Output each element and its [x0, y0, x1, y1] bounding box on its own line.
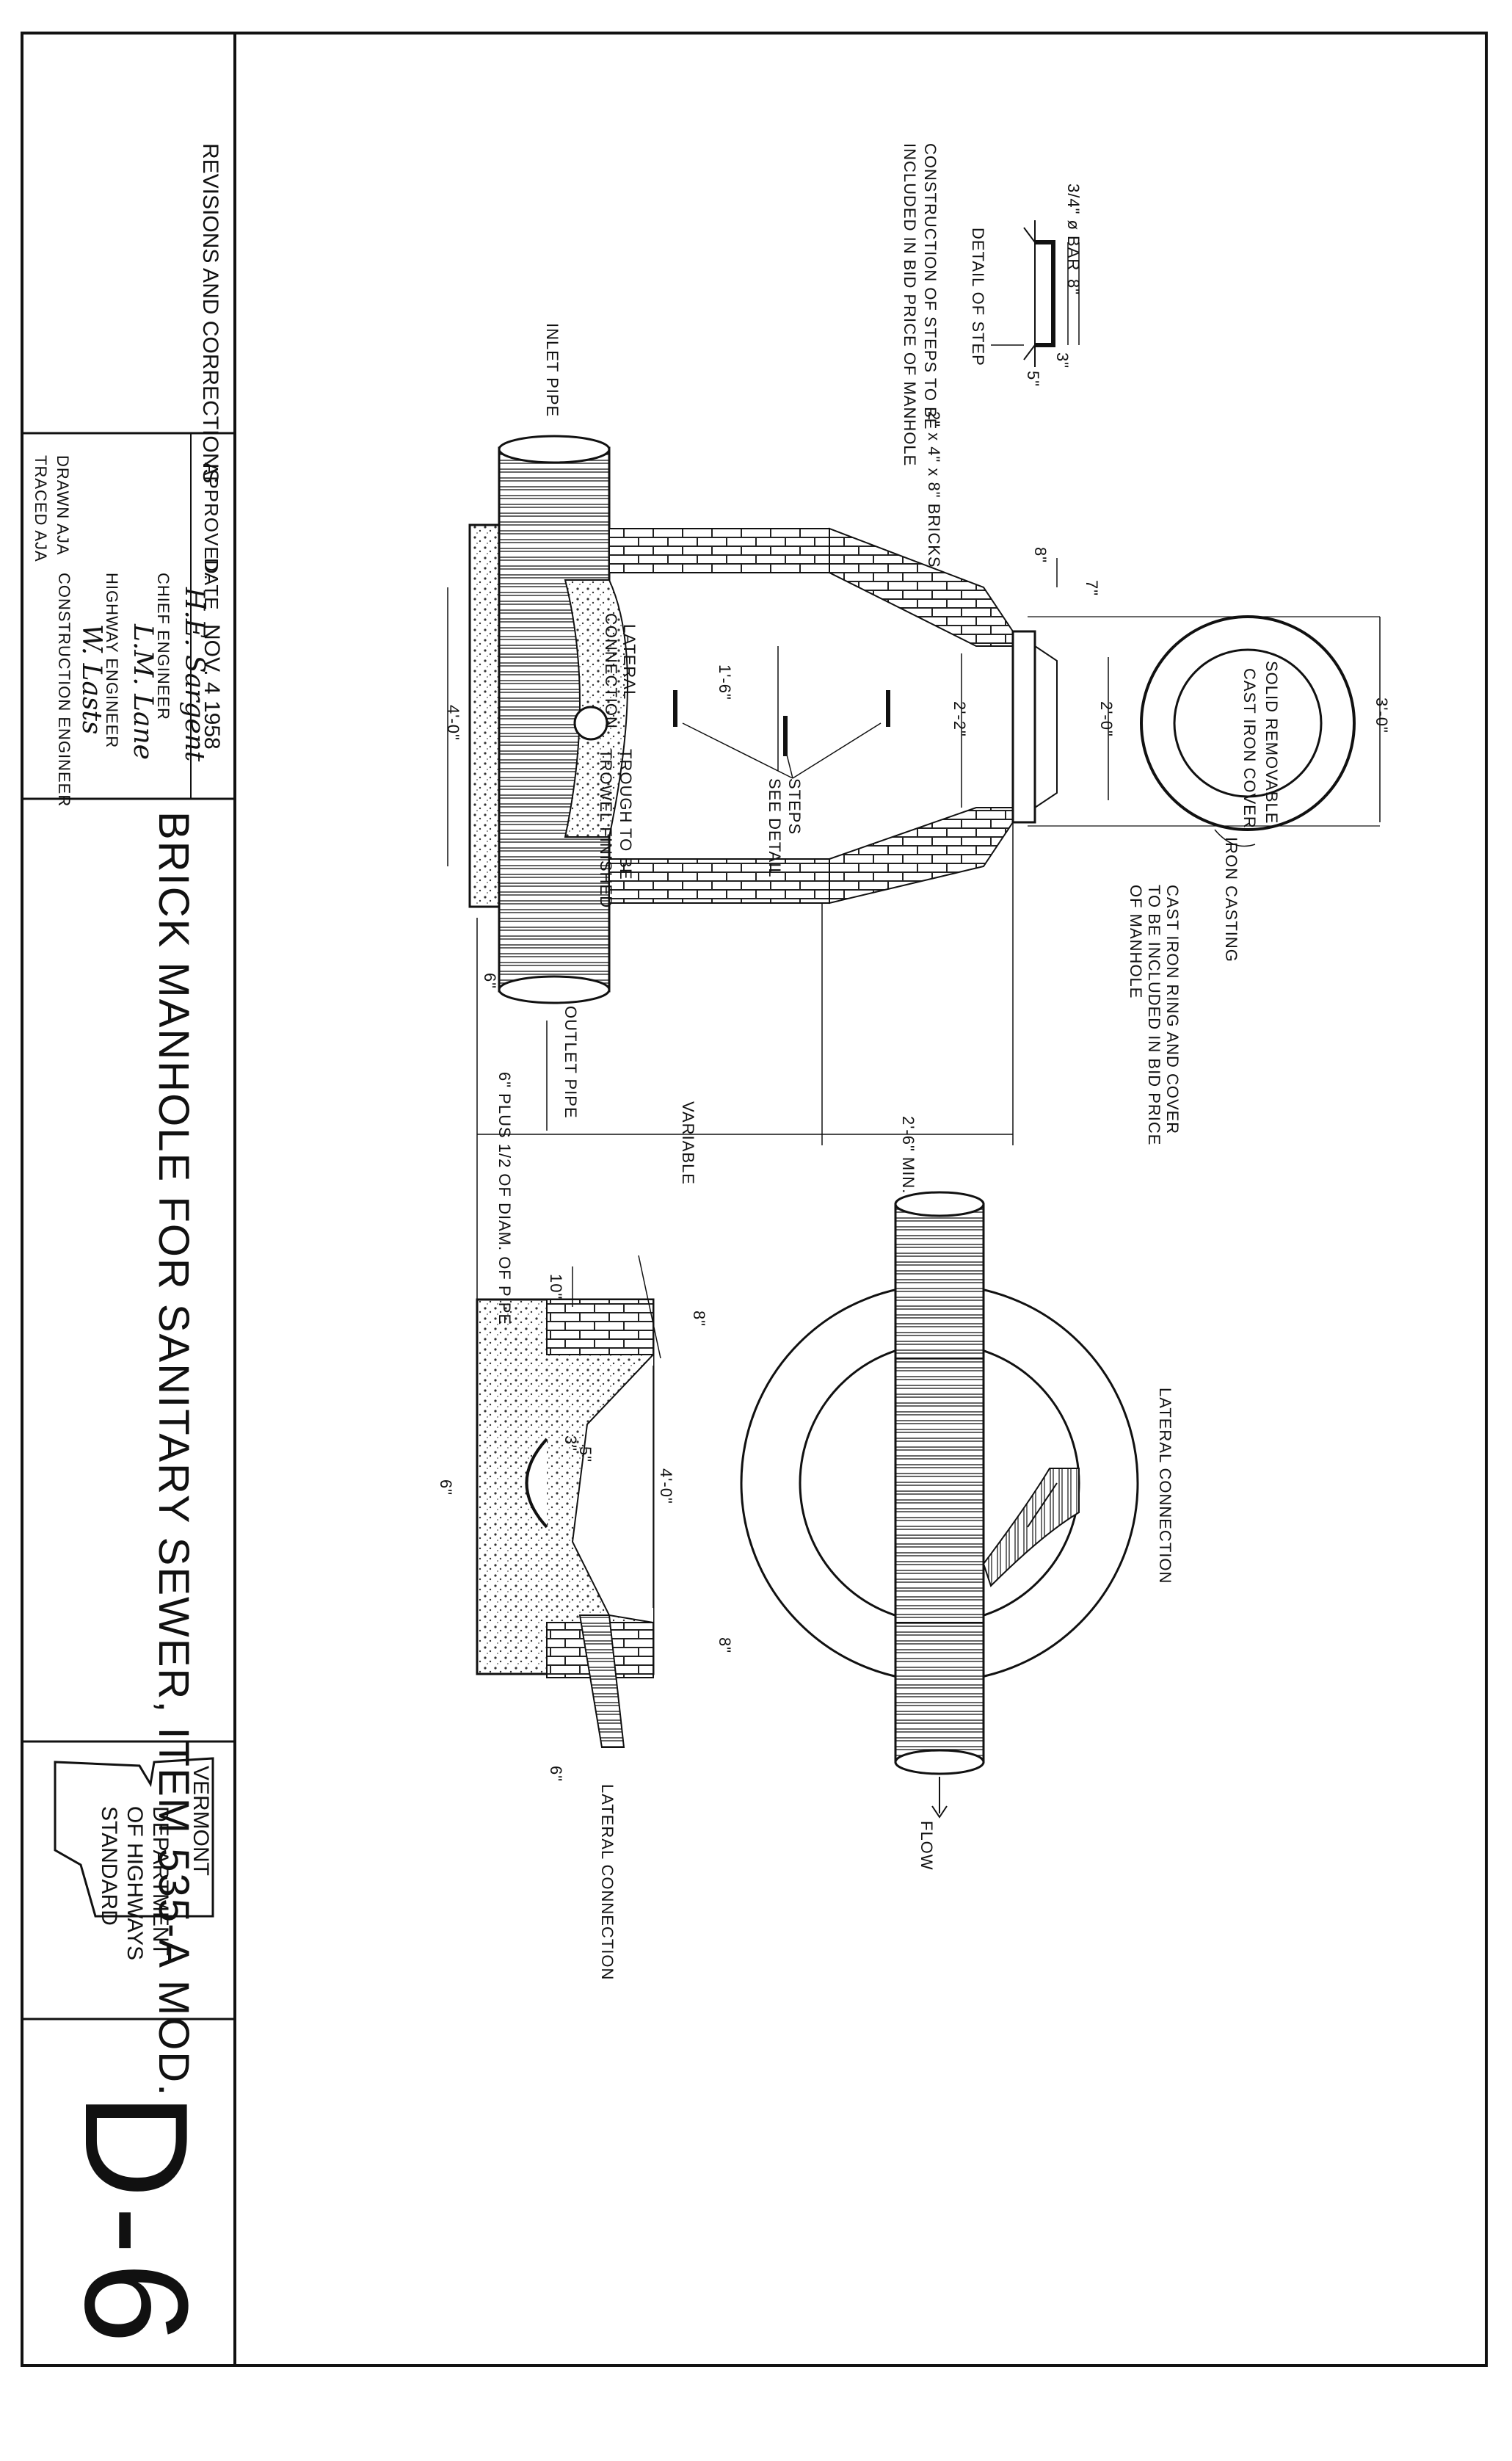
- cover-label-1: SOLID REMOVABLE: [1262, 661, 1281, 824]
- sheet-border: [21, 32, 1488, 2367]
- sheet-number: D-6: [54, 2092, 218, 2352]
- dim-3-step: 3": [1053, 352, 1072, 369]
- dim-10: 10": [547, 1274, 565, 1300]
- dim-6-lateral-bottom: 6": [547, 1766, 565, 1783]
- manhole-section: [447, 435, 1381, 1004]
- cover-label-2: CAST IRON COVER: [1240, 668, 1259, 829]
- state-label: VERMONT: [189, 1766, 213, 1876]
- dim-6-lateral: 6": [437, 1479, 455, 1496]
- iron-casting-label: IRON CASTING: [1222, 837, 1240, 963]
- detail-of-step-label: DETAIL OF STEP: [969, 228, 987, 366]
- dim-4-0-lateral: 4'-0": [657, 1468, 675, 1504]
- dim-6-base: 6": [481, 973, 499, 990]
- agency-label: DEPARTMENT: [148, 1806, 172, 1956]
- dim-2-0: 2'-0": [1097, 701, 1116, 737]
- see-detail-label: SEE DETAIL: [766, 778, 784, 878]
- dim-7: 7": [1083, 580, 1101, 597]
- flow-label: FLOW: [917, 1821, 936, 1871]
- traced-label: TRACED AJA: [32, 455, 50, 562]
- lateral-connection-label-a: LATERAL: [620, 624, 639, 700]
- lateral-connection-label-b: CONNECTION: [602, 613, 620, 729]
- steps-note-line2: INCLUDED IN BID PRICE OF MANHOLE: [901, 143, 919, 467]
- lateral-connection-pipe: [573, 706, 608, 741]
- plan-lateral-connection-label: LATERAL CONNECTION: [1156, 1388, 1174, 1584]
- dim-8-top: 8": [1031, 547, 1050, 564]
- vermont-outline-icon: [54, 1757, 214, 1918]
- signature-chief: H.E. Sargent: [179, 587, 209, 762]
- trough-label-1: TROUGH TO BE: [617, 749, 635, 880]
- steps-note-line1: CONSTRUCTION OF STEPS TO BE: [921, 143, 939, 430]
- step-bar-label: 3/4" ø BAR: [1064, 184, 1083, 272]
- inlet-pipe-label: INLET PIPE: [543, 323, 561, 418]
- revisions-label: REVISIONS AND CORRECTIONS: [198, 143, 222, 484]
- trough-label-2: TROWEL FINISHED: [597, 749, 615, 909]
- cover-plan: [1028, 615, 1380, 847]
- ring-note-line2: TO BE INCLUDED IN BID PRICE: [1145, 885, 1163, 1146]
- agency2-label: OF HIGHWAYS: [123, 1806, 147, 1960]
- role-construction: CONSTRUCTION ENGINEER: [55, 573, 73, 808]
- step-detail: [991, 220, 1080, 367]
- dim-3-0: 3'-0": [1373, 697, 1391, 733]
- ring-note-line1: CAST IRON RING AND COVER: [1163, 885, 1182, 1135]
- signature-construction: W. Lasts: [76, 624, 106, 735]
- standard-label: STANDARD: [97, 1806, 121, 1926]
- steps-label: STEPS: [785, 778, 804, 836]
- manhole-plan: [740, 1191, 1139, 1819]
- section-lateral-connection-label: LATERAL CONNECTION: [598, 1784, 617, 1981]
- six-plus-label: 6" PLUS 1/2 OF DIAM. OF PIPE: [495, 1072, 514, 1326]
- lateral-section: [476, 1255, 661, 1748]
- two-six-min-label: 2'-6" MIN.: [899, 1116, 917, 1195]
- variable-label: VARIABLE: [679, 1101, 697, 1185]
- dim-8-step: 8": [1064, 279, 1083, 296]
- dim-1-6: 1'-6": [716, 664, 734, 700]
- outlet-pipe-label: OUTLET PIPE: [561, 1006, 580, 1119]
- dim-3-lateral: 3": [561, 1435, 580, 1452]
- dim-8-lateral-top: 8": [690, 1311, 708, 1327]
- dim-2-2: 2'-2": [951, 701, 969, 737]
- bricks-label: 2" x 4" x 8" BRICKS: [925, 411, 943, 568]
- dim-5-step: 5": [1024, 371, 1042, 388]
- signature-highway: L.M. Lane: [128, 624, 158, 760]
- dim-8-lateral-bottom: 8": [716, 1637, 734, 1654]
- dim-4-0-section: 4'-0": [444, 705, 462, 741]
- drawn-label: DRAWN AJA: [54, 455, 72, 556]
- ring-note-line3: OF MANHOLE: [1127, 885, 1145, 999]
